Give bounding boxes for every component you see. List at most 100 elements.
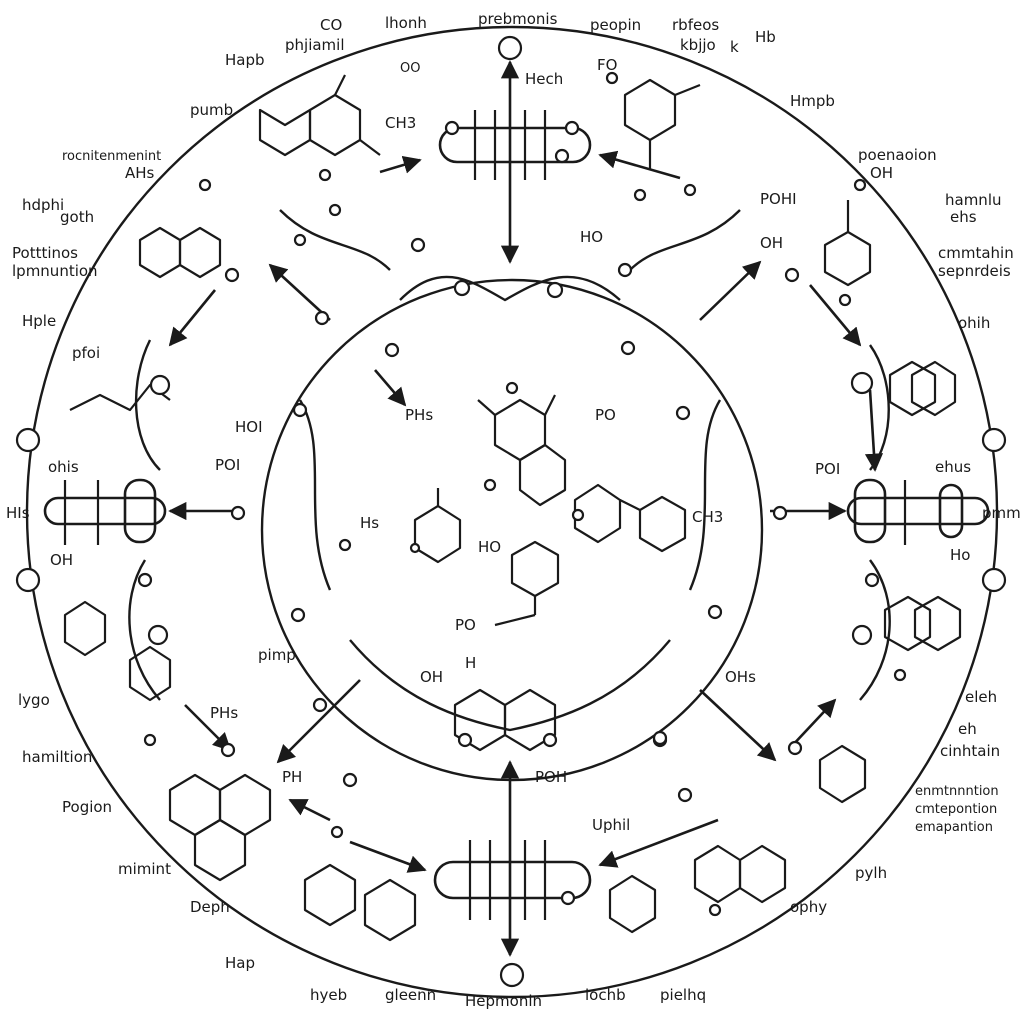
molecule-right-mid (850, 360, 957, 417)
label-top-left-1: CO (320, 16, 342, 34)
label-lower-right-5: cmtepontion (915, 802, 997, 817)
label-top-right-3: kbjjo (680, 36, 716, 54)
label-inner-1: CH3 (385, 114, 416, 132)
bottom-ring-node (499, 962, 525, 988)
label-inner-3: OH (760, 234, 783, 252)
connector-left-arc (134, 339, 161, 471)
arrow-inner-left (374, 369, 407, 407)
label-inner-10: HO (478, 538, 501, 556)
label-upper-right-6: cmmtahin (938, 244, 1014, 262)
label-lower-left-1: lygo (18, 691, 50, 709)
label-inner-4: PHs (405, 406, 433, 424)
label-upper-left-4: hdphi (22, 196, 64, 214)
label-inner-6: POI (215, 456, 240, 474)
label-lower-right-1: eleh (965, 688, 997, 706)
outer-ring (25, 25, 999, 999)
molecule-center-top (477, 381, 567, 507)
molecule-center-right (571, 483, 687, 553)
label-inner-15: Uphil (592, 816, 630, 834)
connector-inner-top (399, 275, 621, 302)
label-inner-9: pimp (258, 646, 296, 664)
arrow-right-upper (809, 284, 862, 347)
label-lower-left-3: PHs (210, 704, 238, 722)
inner-ring (260, 278, 764, 782)
left-ring-node-upper (15, 427, 41, 453)
label-top-right-5: Hb (755, 28, 776, 46)
connector-left-lower-arc (128, 559, 161, 701)
label-bottom-3: Hepmonin (465, 992, 542, 1010)
label-lower-right-4: enmtnnntion (915, 784, 999, 799)
molecule-top-right (605, 71, 701, 202)
inner-node-5 (292, 402, 308, 418)
connector-right-arc (869, 344, 890, 471)
arrow-lower-right-out (789, 698, 837, 749)
label-lower-left-2: hamiltion (22, 748, 92, 766)
connector-inner-mid-right (688, 399, 722, 591)
label-lower-right-7: ophy (790, 898, 827, 916)
inner-node-7 (230, 505, 246, 521)
connector-right-lower-arc (859, 559, 891, 701)
label-top-center: prebmonis (478, 10, 558, 28)
left-hub (43, 478, 167, 545)
label-top-left-3: Hapb (225, 51, 265, 69)
label-top-left-5: OO (400, 61, 420, 76)
arrow-lower-left-out (288, 798, 331, 822)
label-lower-left-5: mimint (118, 860, 171, 878)
molecule-center-left (338, 488, 462, 564)
inner-node-12 (220, 742, 236, 758)
inner-node-19 (137, 572, 153, 588)
label-bottom-1: hyeb (310, 986, 347, 1004)
label-top-left-2: phjiamil (285, 36, 345, 54)
inner-node-3 (384, 342, 400, 358)
connector-top-left-curl (279, 209, 391, 271)
label-mid-right-3: ehus (935, 458, 971, 476)
label-top-left-4: lhonh (385, 14, 427, 32)
label-mid-left-3: ohis (48, 458, 79, 476)
arrow-upper-left-in (379, 155, 422, 174)
right-ring-node-upper (981, 427, 1007, 453)
inner-node-4 (620, 340, 636, 356)
label-mid-right-1: ohih (958, 314, 990, 332)
molecule-right-upper (784, 178, 872, 307)
molecule-left-mid (69, 374, 171, 412)
label-top-right-7: Hmpb (790, 92, 835, 110)
inner-node-6 (675, 405, 691, 421)
molecule-bottom-left (168, 773, 417, 942)
label-mid-right-4: pmm (982, 504, 1021, 522)
label-top-center-h: Hech (525, 70, 563, 88)
label-lower-right-8: pylh (855, 864, 887, 882)
arrow-lower-left-in (349, 840, 427, 873)
left-ring-node-lower (15, 567, 41, 593)
label-lower-right-2: eh (958, 720, 977, 738)
label-lower-left-6: Deph (190, 898, 230, 916)
label-inner-13: PO (455, 616, 476, 634)
inner-node-10 (707, 604, 723, 620)
molecule-left-upper (138, 178, 240, 283)
label-lower-right-3: cinhtain (940, 742, 1000, 760)
label-upper-left-1: pumb (190, 101, 233, 119)
arrow-left-lower (184, 704, 232, 752)
label-mid-right-5: Ho (950, 546, 970, 564)
connector-inner-lower (349, 639, 671, 732)
inner-node-8 (772, 505, 788, 521)
arrow-upper-right-diag (699, 260, 762, 321)
top-hub (438, 110, 592, 180)
inner-node-15 (652, 730, 668, 746)
label-inner-17: OHs (725, 668, 756, 686)
label-upper-right-5: ehs (950, 208, 977, 226)
inner-node-18 (314, 310, 330, 326)
arrow-lower-right-in (598, 818, 719, 868)
label-inner-8: CH3 (692, 508, 723, 526)
label-inner-7: PO (595, 406, 616, 424)
label-upper-right-3: POHI (760, 190, 797, 208)
label-top-right-1: peopin (590, 16, 641, 34)
label-inner-11: H (465, 654, 476, 672)
inner-node-14 (342, 772, 358, 788)
inner-node-13 (787, 740, 803, 756)
label-top-right-6: FO (597, 56, 617, 74)
label-inner-12: PH (282, 768, 302, 786)
label-upper-left-5: goth (60, 208, 94, 226)
arrow-lower-right-diag (699, 689, 777, 762)
label-bottom-5: pielhq (660, 986, 706, 1004)
